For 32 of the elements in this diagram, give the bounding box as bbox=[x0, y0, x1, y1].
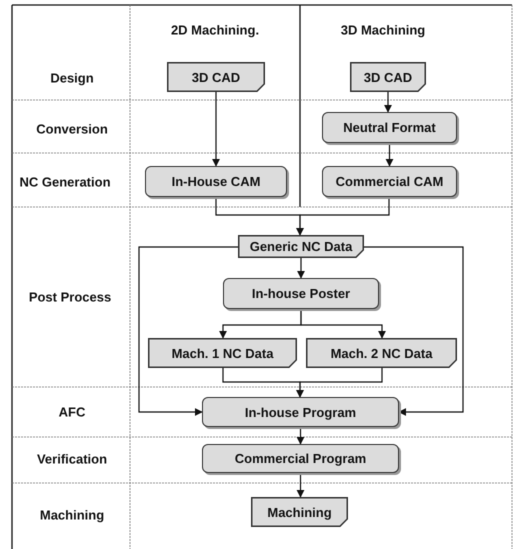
column-header: 3D Machining bbox=[340, 22, 426, 38]
arrow bbox=[297, 258, 305, 279]
arrow bbox=[300, 309, 386, 339]
process-box: In-house Poster bbox=[223, 278, 379, 309]
process-box: Commercial CAM bbox=[322, 166, 457, 197]
row-header: Verification bbox=[36, 452, 108, 466]
row-header: AFC bbox=[58, 404, 86, 420]
row-header: NC Generation bbox=[20, 174, 110, 190]
arrow bbox=[296, 197, 390, 236]
document-box: Generic NC Data bbox=[238, 235, 364, 258]
document-box: 3D CAD bbox=[167, 62, 265, 92]
arrow bbox=[296, 427, 304, 445]
arrow bbox=[212, 92, 220, 167]
document-box: Mach. 1 NC Data bbox=[148, 338, 297, 368]
arrow bbox=[296, 473, 304, 498]
column-header: 2D Machining. bbox=[170, 22, 260, 38]
arrow bbox=[386, 143, 394, 167]
process-box: In-House CAM bbox=[145, 166, 287, 197]
arrow bbox=[296, 368, 383, 398]
arrow bbox=[138, 246, 238, 416]
document-box: Mach. 2 NC Data bbox=[306, 338, 457, 368]
row-header: Post Process bbox=[28, 290, 112, 304]
row-header: Design bbox=[50, 70, 94, 86]
arrow bbox=[384, 92, 392, 113]
process-box: In-house Program bbox=[202, 397, 399, 427]
process-box: Neutral Format bbox=[322, 112, 457, 143]
arrow bbox=[364, 246, 464, 416]
document-box: Machining bbox=[251, 497, 348, 527]
document-box: 3D CAD bbox=[350, 62, 426, 92]
process-box: Commercial Program bbox=[202, 444, 399, 473]
row-header: Conversion bbox=[36, 122, 108, 136]
row-header: Machining bbox=[40, 508, 104, 522]
